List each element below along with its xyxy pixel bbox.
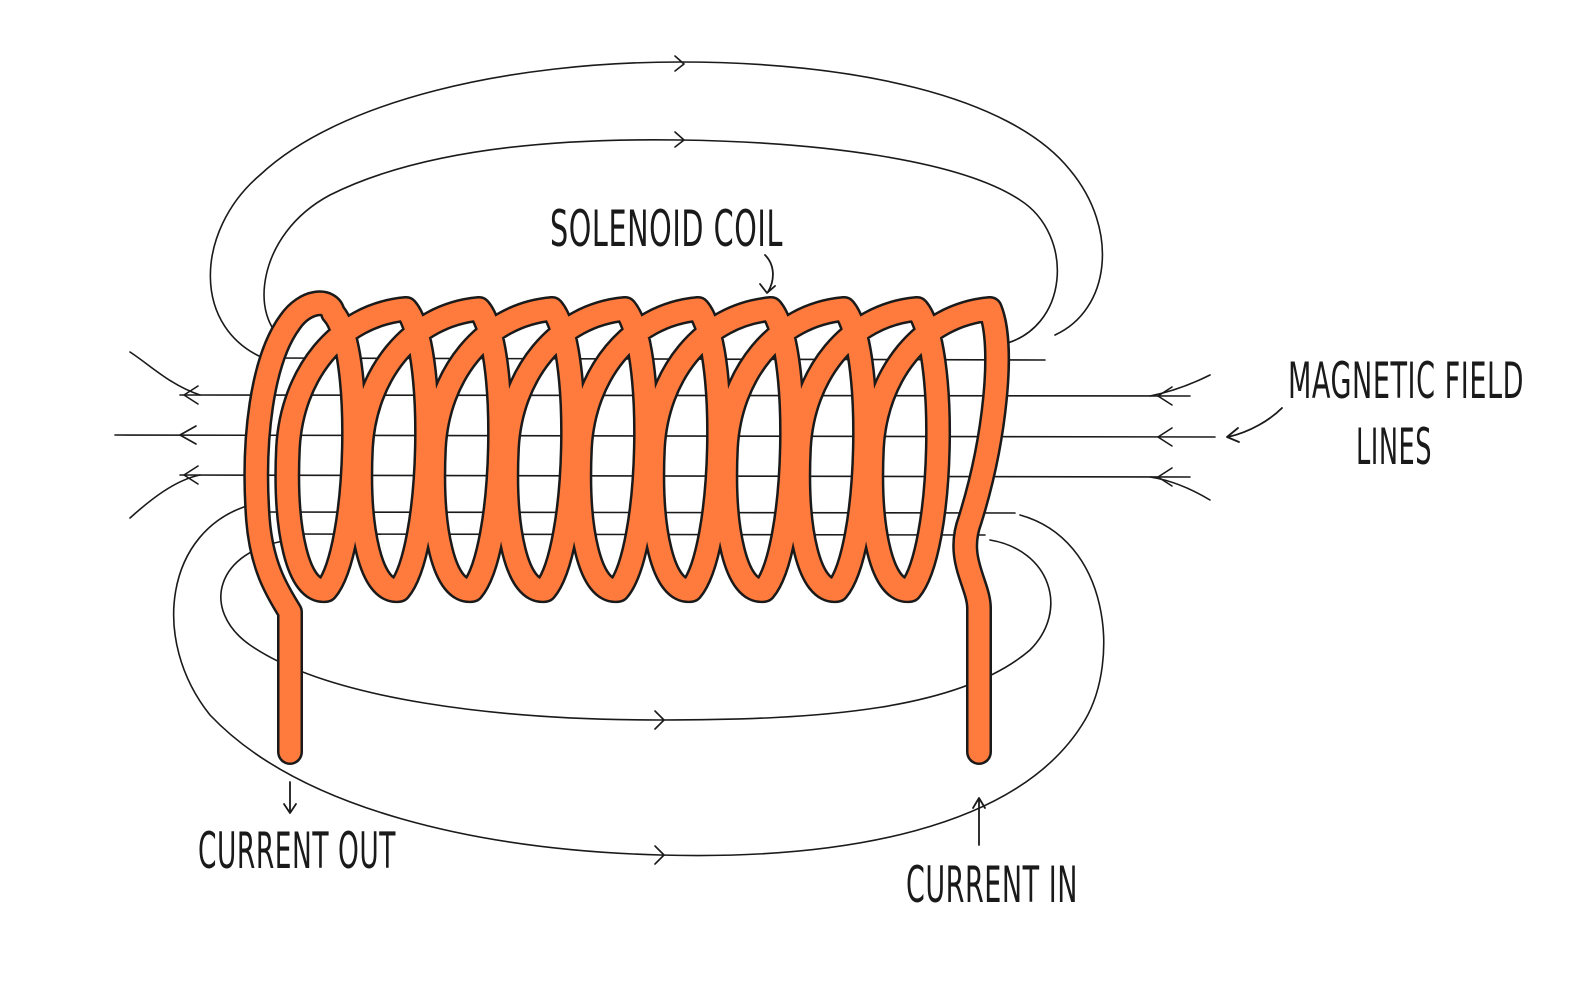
field-loops-bottom bbox=[172, 504, 1105, 865]
field-line-h4 bbox=[179, 474, 1191, 478]
pointer-magnetic-field-head bbox=[1226, 427, 1240, 443]
arrow-right-1 bbox=[1157, 386, 1173, 406]
arrow-bottom-outer bbox=[654, 845, 665, 865]
arrow-top-inner bbox=[674, 131, 685, 148]
pointer-solenoid-coil-head bbox=[759, 283, 776, 294]
coil-wire bbox=[245, 292, 1008, 763]
solenoid-coil bbox=[245, 292, 1008, 763]
label-current-out: CURRENT OUT bbox=[198, 822, 396, 880]
arrow-bottom-inner bbox=[654, 710, 665, 730]
field-loop-top-inner bbox=[263, 139, 1059, 346]
field-loops-top bbox=[209, 55, 1104, 361]
label-magnetic-field-lines: LINES bbox=[1356, 418, 1432, 476]
pointer-current-out-head bbox=[283, 803, 297, 814]
field-curve-left-top bbox=[129, 351, 201, 396]
label-solenoid-coil: SOLENOID COIL bbox=[550, 200, 783, 258]
arrow-left-1 bbox=[183, 385, 199, 405]
arrow-right-3 bbox=[1157, 467, 1173, 487]
pointer-magnetic-field bbox=[1227, 407, 1283, 438]
field-line-h2 bbox=[179, 394, 1191, 397]
arrow-right-2 bbox=[1157, 427, 1173, 447]
arrow-left-3 bbox=[183, 465, 199, 485]
field-curve-right-top bbox=[1149, 374, 1211, 397]
field-loop-top-outer bbox=[209, 61, 1104, 361]
field-curve-right-bottom bbox=[1149, 476, 1211, 501]
label-pointers bbox=[283, 254, 1283, 846]
arrow-top-outer bbox=[674, 55, 685, 72]
arrow-left-2 bbox=[179, 425, 197, 445]
label-current-in: CURRENT IN bbox=[906, 856, 1078, 914]
label-magnetic-field: MAGNETIC FIELD bbox=[1288, 352, 1524, 410]
field-loop-bottom-outer bbox=[172, 504, 1105, 857]
field-curve-left-bottom bbox=[129, 474, 201, 519]
pointer-solenoid-coil bbox=[764, 254, 774, 293]
pointer-current-in-head bbox=[972, 797, 986, 809]
field-loop-bottom-inner bbox=[220, 539, 1052, 721]
